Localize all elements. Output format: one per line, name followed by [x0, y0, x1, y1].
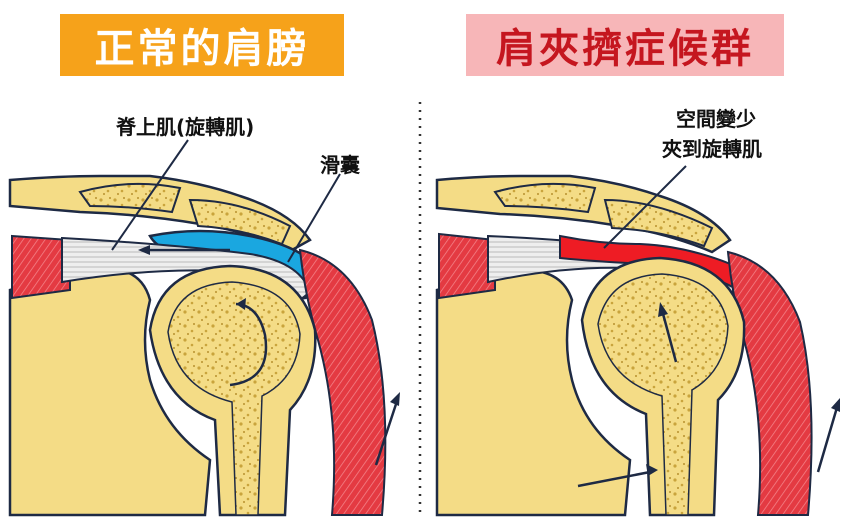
deltoid-right [726, 250, 813, 516]
deltoid-left [298, 248, 387, 516]
supraspinatus-muscle-right [438, 232, 496, 300]
space-reduced-label: 空間變少 [676, 107, 756, 131]
push-arrow-right [577, 470, 651, 488]
bursa-label: 滑囊 [320, 153, 360, 177]
normal-shoulder-group [8, 139, 400, 517]
rotation-arrow-left [229, 302, 268, 387]
normal-shoulder-title: 正常的肩膀 [60, 14, 344, 76]
impingement-shoulder-group [435, 165, 840, 517]
impingement-title: 肩夾擠症候群 [466, 14, 784, 76]
scapula-right [435, 269, 632, 517]
supraspinatus-muscle-left [11, 234, 71, 300]
deltoid-arrow-left [374, 397, 400, 466]
supraspinatus-label: 脊上肌(旋轉肌) [116, 115, 255, 139]
deltoid-arrow-right [816, 403, 840, 473]
pinched-rotator-cuff-label: 夾到旋轉肌 [662, 137, 762, 161]
upward-arrow-right [660, 309, 678, 363]
